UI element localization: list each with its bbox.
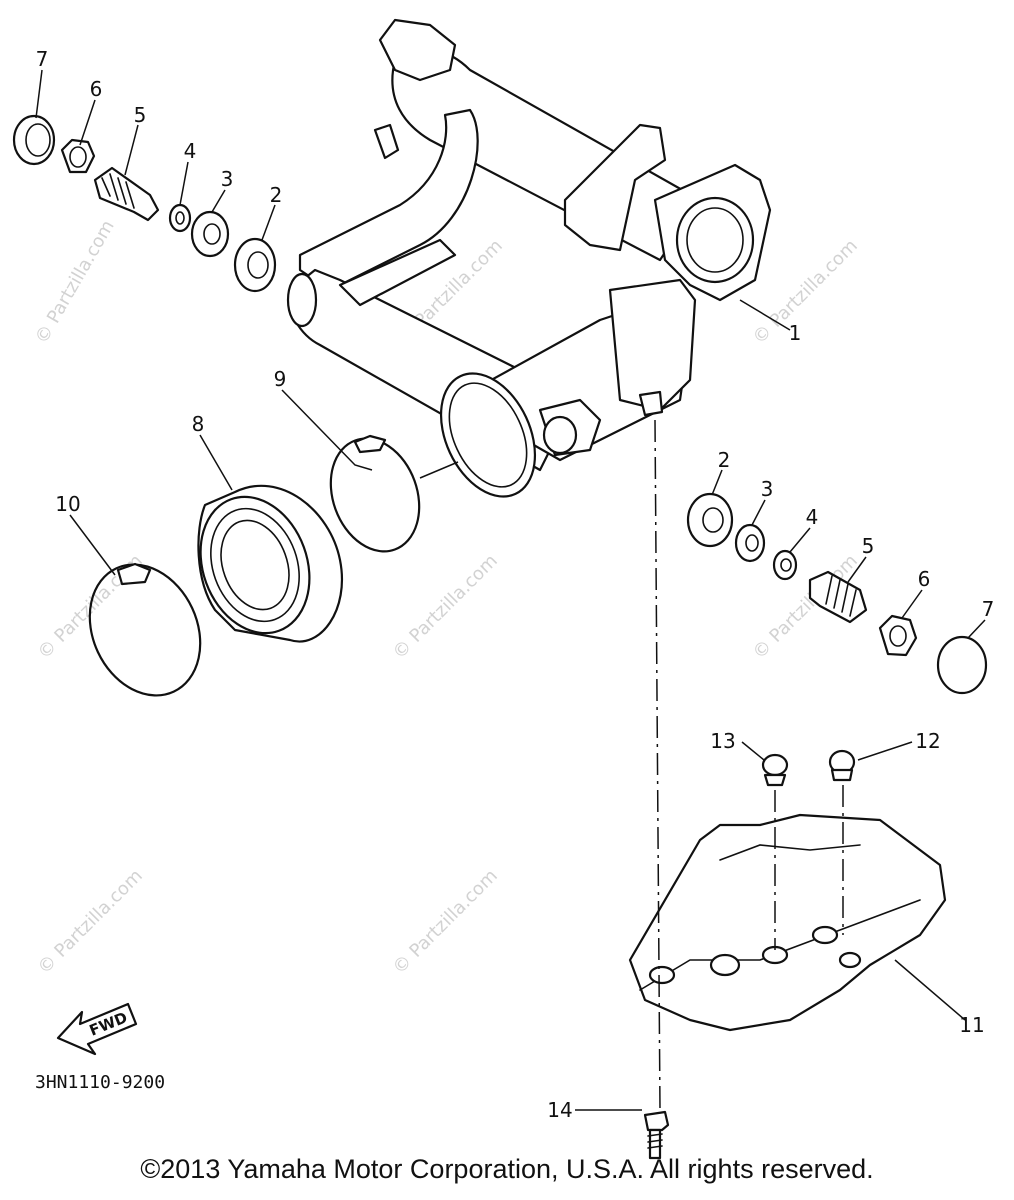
watermark-text: © Partzilla.com	[749, 235, 862, 348]
oil-seal-part-3-right	[734, 523, 766, 563]
callout-12: 12	[915, 729, 940, 753]
callout-4-left: 4	[184, 139, 197, 163]
callout-3-right: 3	[761, 477, 774, 501]
callout-14: 14	[547, 1098, 572, 1122]
washer-part-4-left	[168, 203, 192, 233]
callout-9: 9	[274, 367, 287, 391]
bearing-part-2-left	[233, 237, 277, 293]
rear-arm-part-1	[286, 18, 772, 498]
callout-10: 10	[55, 492, 80, 516]
diagram-code: 3HN1110-9200	[35, 1072, 165, 1093]
cap-part-7-right	[936, 635, 988, 695]
nut-part-6-right	[878, 614, 918, 657]
callout-2-right: 2	[718, 448, 731, 472]
callout-11: 11	[959, 1013, 984, 1037]
oil-seal-part-3-left	[190, 210, 230, 258]
clamp-part-9	[329, 434, 421, 553]
callout-7-right: 7	[982, 597, 995, 621]
nut-part-6-left	[60, 138, 96, 174]
callout-7-left: 7	[36, 47, 49, 71]
fwd-direction-arrow: FWD	[56, 1002, 138, 1056]
callout-3-left: 3	[221, 167, 234, 191]
callout-6-right: 6	[918, 567, 931, 591]
boot-part-8	[197, 484, 343, 643]
washer-part-4-right	[772, 549, 798, 581]
pivot-shaft-part-5-right	[808, 570, 868, 624]
left-pivot-hardware	[12, 114, 277, 293]
callout-5-right: 5	[862, 534, 875, 558]
callout-8: 8	[192, 412, 205, 436]
watermark-text: © Partzilla.com	[389, 550, 502, 663]
leader-lines	[35, 69, 986, 1111]
callout-6-left: 6	[90, 77, 103, 101]
guard-part-11	[628, 813, 947, 1032]
clamp-part-10	[88, 562, 202, 697]
callout-2-left: 2	[270, 183, 283, 207]
callout-labels: 7 6 5 4 3 2 1 2 3 4 5 6 7 9 8 10 13 12 1…	[36, 47, 995, 1122]
assembly-center-lines	[654, 419, 844, 1111]
cap-part-7-left	[12, 114, 56, 166]
right-pivot-hardware	[686, 492, 988, 695]
watermark-text: © Partzilla.com	[389, 865, 502, 978]
bolt-part-14	[643, 1110, 670, 1160]
callout-1: 1	[789, 321, 802, 345]
callout-5-left: 5	[134, 103, 147, 127]
copyright-notice: ©2013 Yamaha Motor Corporation, U.S.A. A…	[140, 1154, 874, 1184]
bolt-part-13	[761, 753, 789, 787]
watermark-text: © Partzilla.com	[31, 217, 119, 348]
callout-13: 13	[710, 729, 735, 753]
bolt-part-12	[828, 749, 856, 782]
callout-4-right: 4	[806, 505, 819, 529]
watermark-text: © Partzilla.com	[34, 865, 147, 978]
bearing-part-2-right	[686, 492, 734, 548]
pivot-shaft-part-5-left	[93, 166, 160, 222]
